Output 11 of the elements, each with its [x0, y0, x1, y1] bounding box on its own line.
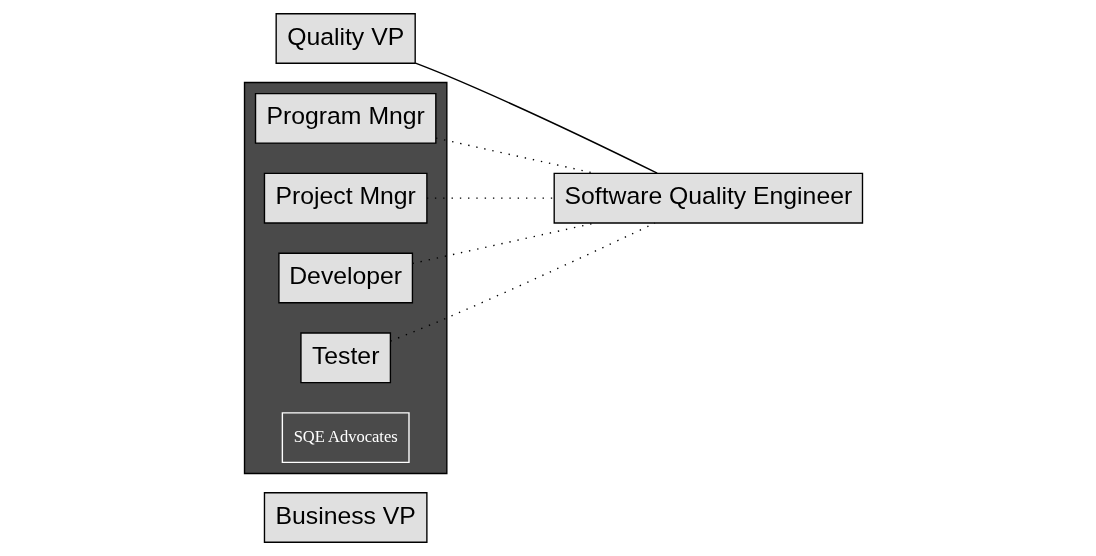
- connector: [414, 62, 658, 174]
- node-box: Quality VP: [275, 13, 416, 64]
- node-box: Software Quality Engineer: [553, 172, 864, 224]
- node-box: Developer: [278, 252, 414, 304]
- cluster: [243, 81, 448, 475]
- node-box: Program Mngr: [254, 92, 437, 144]
- node-box: Business VP: [263, 492, 428, 543]
- node-box: Project Mngr: [263, 172, 428, 224]
- node-box: SQE Advocates: [281, 412, 410, 464]
- connector: [389, 222, 656, 342]
- node-box: Tester: [300, 332, 392, 384]
